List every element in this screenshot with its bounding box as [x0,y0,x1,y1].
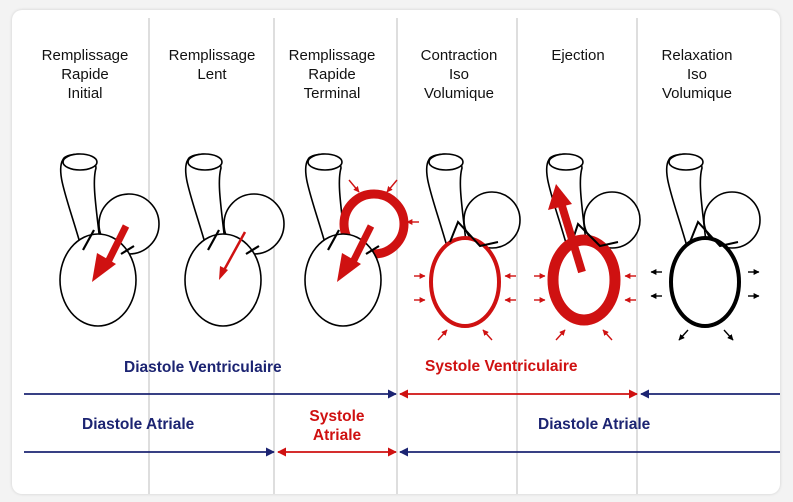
heart-remplissage-rapide-initial [60,154,159,326]
heart-relaxation-iso-volumique [651,154,760,340]
diastole-atriale-left-label: Diastole Atriale [82,416,194,434]
systole-ventriculaire-label: Systole Ventriculaire [425,358,578,376]
heart-remplissage-rapide-terminal [305,154,419,326]
diastole-ventriculaire-label: Diastole Ventriculaire [124,359,282,377]
heart-ejection [534,154,640,340]
systole-atriale-line2: Atriale [292,426,382,445]
diastole-atriale-right-label: Diastole Atriale [538,416,650,434]
heart-remplissage-lent [185,154,284,326]
systole-atriale-line1: Systole [292,407,382,426]
heart-contraction-iso-volumique [414,154,520,340]
systole-atriale-label: Systole Atriale [292,407,382,445]
